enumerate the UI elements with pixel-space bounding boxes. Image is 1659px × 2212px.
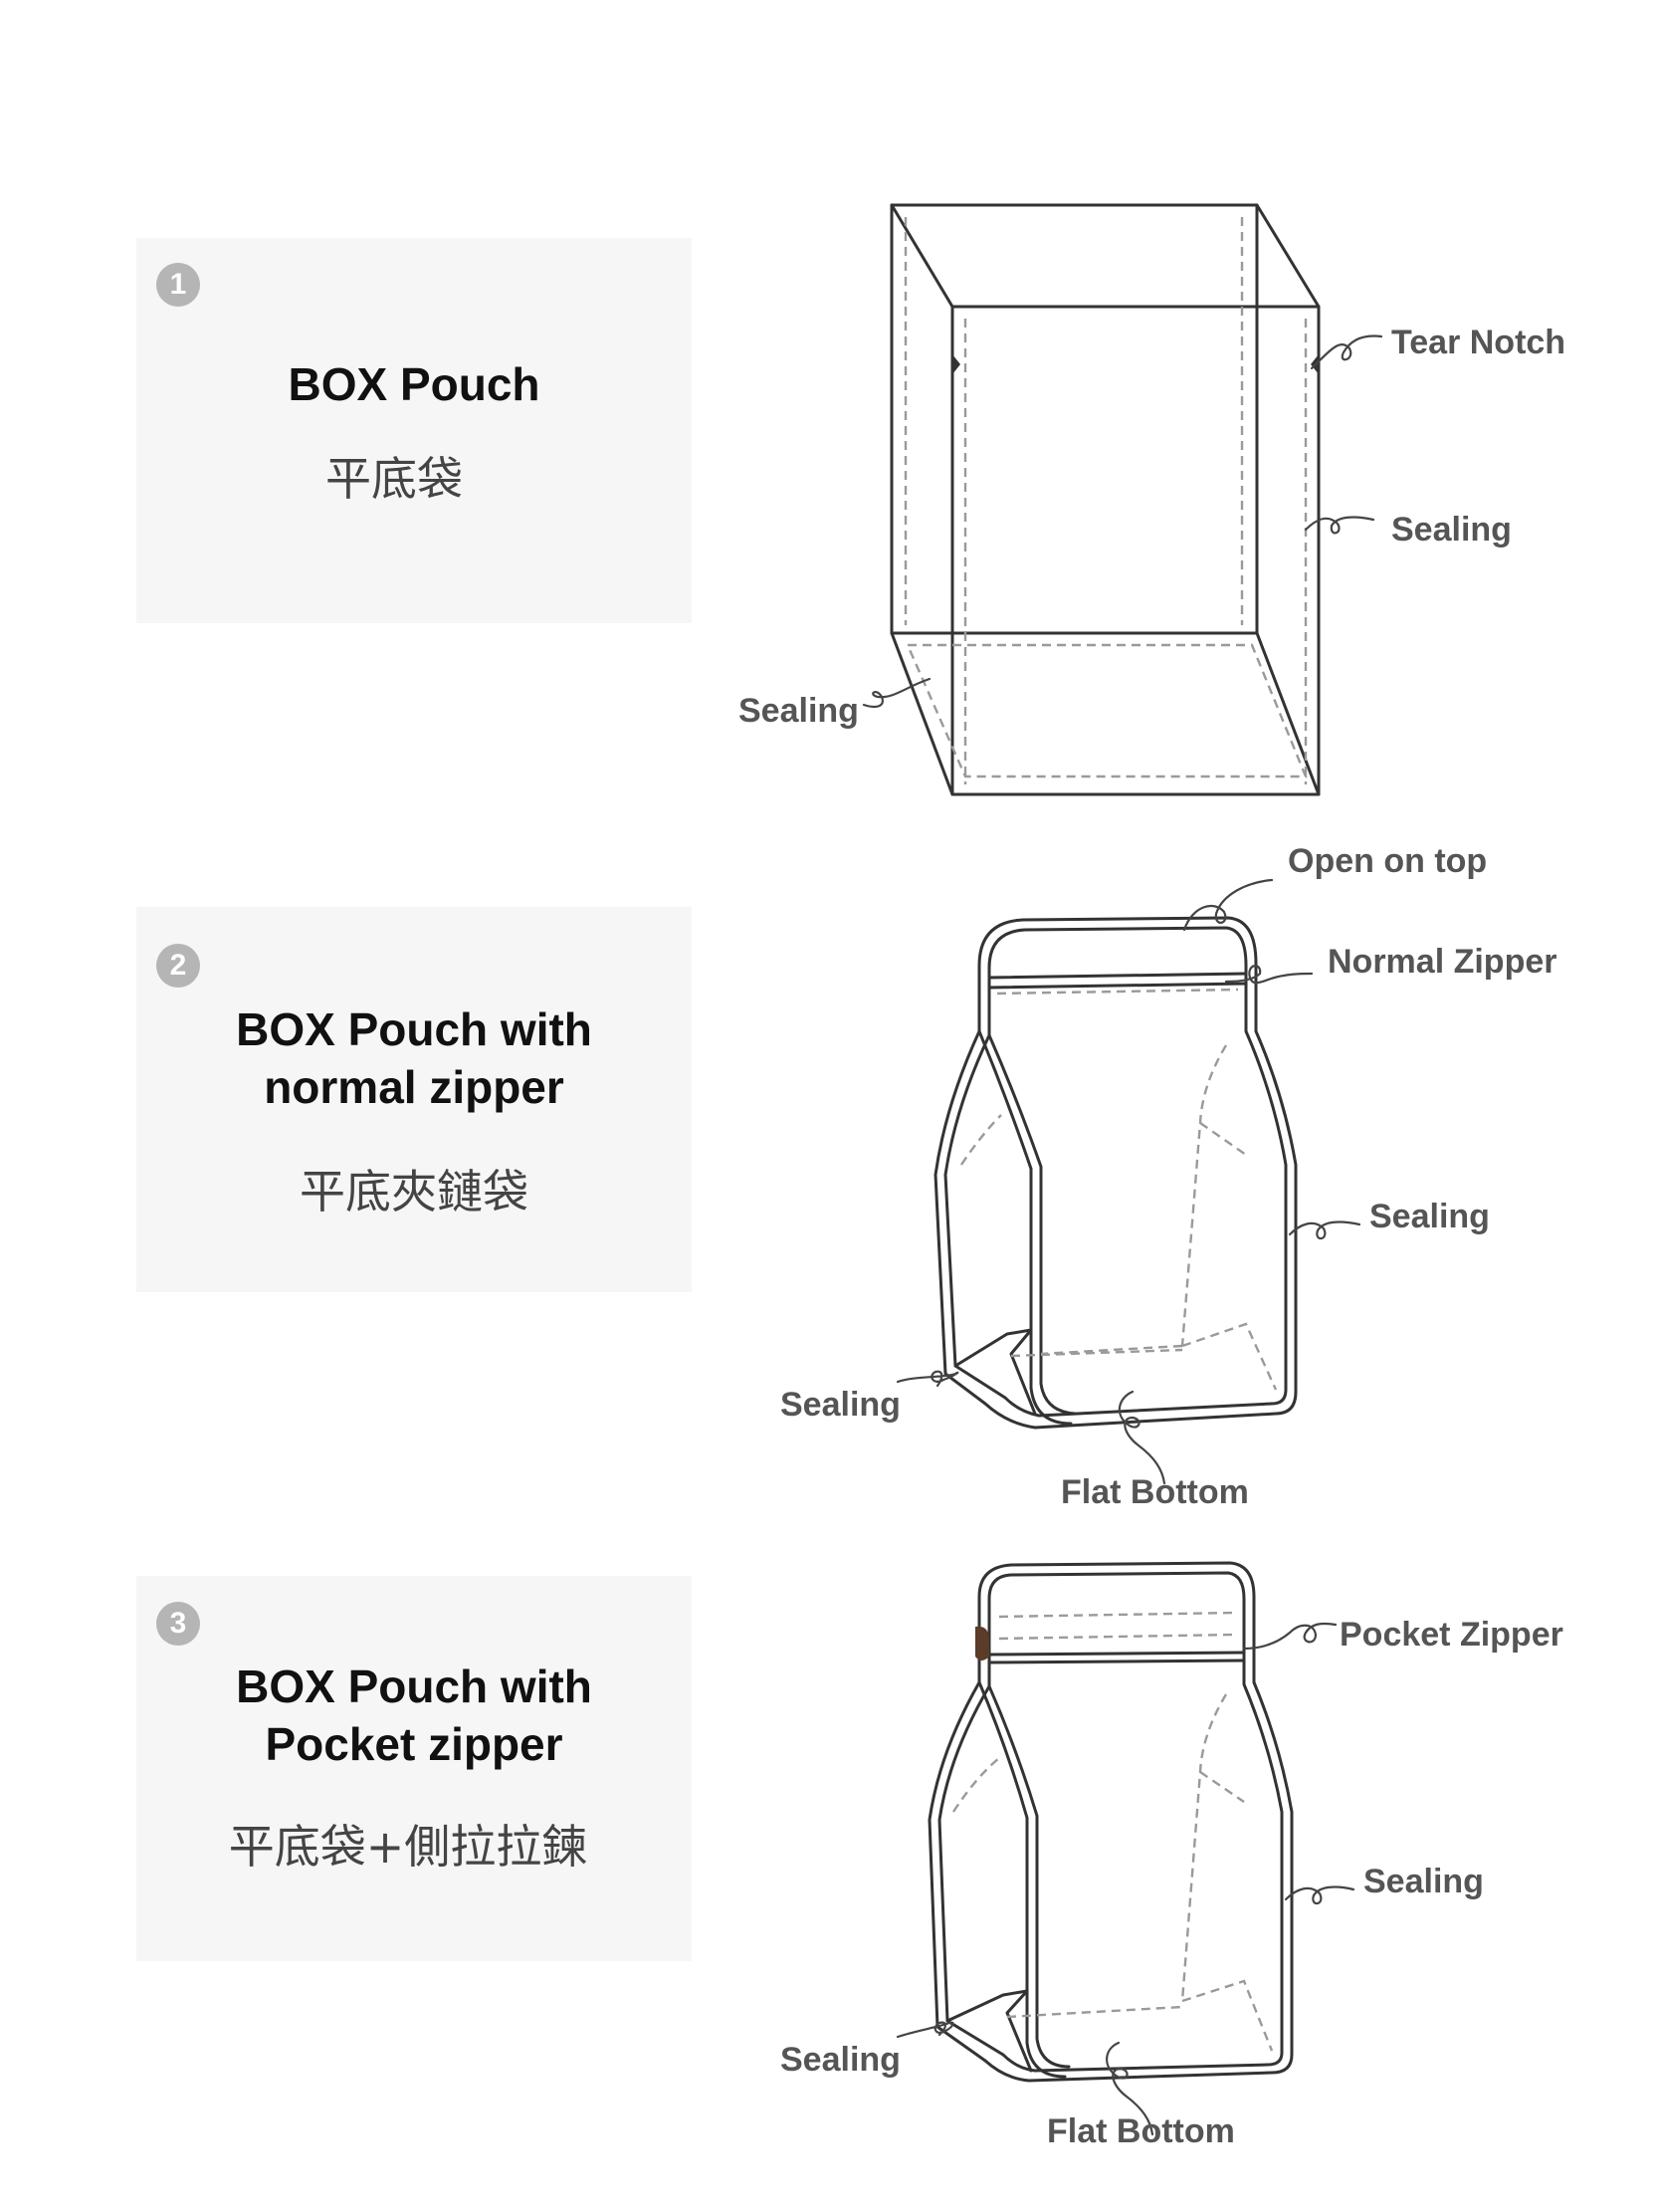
sealing-label-left: Sealing [780,1386,901,1424]
info-card-1: 1 BOX Pouch 平底袋 [136,238,692,623]
sealing-callout-right [1284,1885,1355,1905]
box-pouch-diagram: Tear Notch Sealing Sealing [738,203,1565,796]
zipper-callout [1224,965,1314,985]
title-line-1: BOX Pouch with [236,1003,592,1055]
sealing-label-left: Sealing [738,692,859,730]
sealing-callout-right [1288,1220,1361,1240]
product-title: BOX Pouch [136,355,692,413]
product-subtitle-chinese: 平底夾鏈袋 [300,1165,528,1218]
title-line-1: BOX Pouch with [236,1660,592,1712]
sealing-callout-left [896,2021,954,2039]
tear-notch-callout [1310,334,1383,370]
sealing-label-right: Sealing [1391,511,1512,549]
step-number-badge: 3 [156,1602,200,1646]
zipper-callout [1242,1622,1338,1651]
product-title: BOX Pouch with normal zipper [136,1000,692,1116]
sealing-callout-left [862,677,932,708]
zipper-label: Normal Zipper [1328,943,1556,981]
flat-bottom-label: Flat Bottom [1047,2112,1235,2150]
info-card-3: 3 BOX Pouch with Pocket zipper 平底袋+側拉拉鍊 [136,1576,692,1961]
tear-notch-label: Tear Notch [1391,324,1565,361]
zipper-pouch-diagram: Open on top Normal Zipper Sealing Sealin… [780,842,1556,1511]
info-card-2: 2 BOX Pouch with normal zipper 平底夾鏈袋 [136,907,692,1292]
flat-bottom-callout [1118,1390,1166,1485]
sealing-label-right: Sealing [1363,1863,1484,1900]
product-subtitle-chinese: 平底袋 [325,452,463,506]
pocket-zipper-pouch-diagram: Pocket Zipper Sealing Sealing Flat Botto… [780,1561,1563,2150]
pocket-zipper-pull [975,1626,989,1660]
sealing-callout-left [896,1370,959,1388]
sealing-label-right: Sealing [1369,1198,1490,1235]
title-line-2: normal zipper [264,1061,564,1113]
title-line-2: Pocket zipper [265,1718,563,1770]
product-subtitle-chinese: 平底袋+側拉拉鍊 [228,1820,588,1874]
tear-notch-mark [952,354,960,374]
open-on-top-callout [1182,878,1274,932]
step-number-badge: 1 [156,263,200,307]
product-title: BOX Pouch with Pocket zipper [136,1658,692,1773]
zipper-label: Pocket Zipper [1340,1616,1563,1654]
flat-bottom-label: Flat Bottom [1061,1473,1249,1511]
open-on-top-label: Open on top [1288,842,1487,880]
title-line-1: BOX Pouch [288,358,540,410]
sealing-callout-right [1304,516,1375,535]
step-number-badge: 2 [156,944,200,988]
flat-bottom-callout [1106,2041,1154,2136]
sealing-label-left: Sealing [780,2041,901,2079]
